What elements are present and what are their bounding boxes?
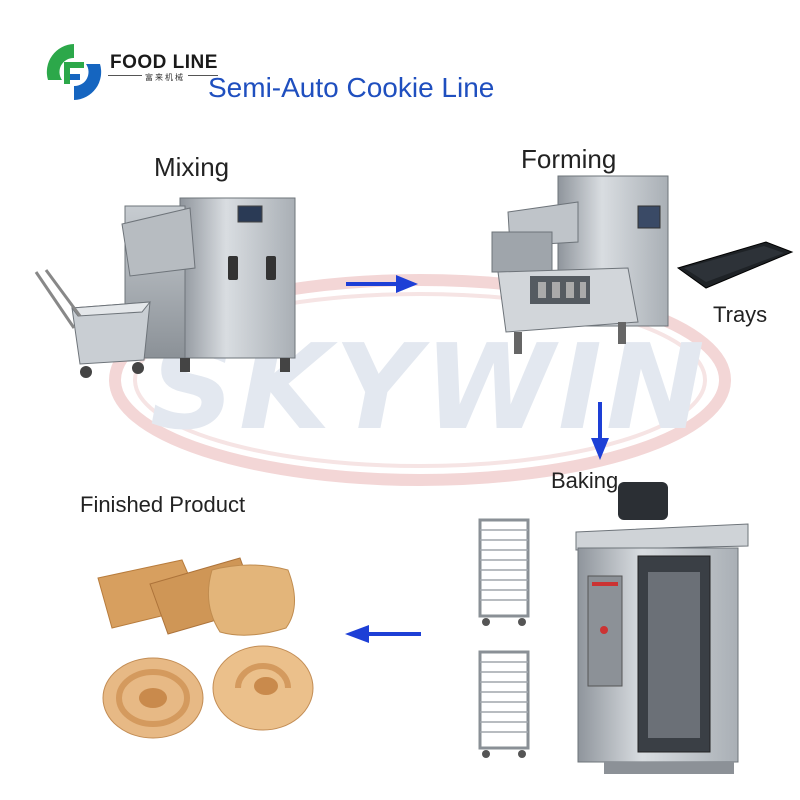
label-trays: Trays	[713, 302, 768, 327]
tray-icon	[676, 241, 794, 289]
arrow-left-icon	[345, 625, 421, 643]
cookie-depositor-icon	[491, 175, 669, 354]
label-mixing: Mixing	[154, 152, 230, 182]
food-line-logo-icon	[46, 44, 102, 100]
cookie-icon	[212, 645, 314, 731]
rotary-oven-icon	[575, 482, 749, 774]
arrow-right-icon	[346, 275, 418, 293]
label-baking: Baking	[551, 468, 619, 493]
dough-cart-icon	[34, 269, 152, 378]
label-finished-product: Finished Product	[80, 492, 246, 517]
trolley-rack-icon	[478, 518, 530, 626]
brand-subtitle: 富来机械	[142, 72, 188, 83]
label-forming: Forming	[521, 144, 617, 174]
arrow-down-icon	[591, 402, 609, 460]
cookie-icon	[97, 557, 295, 636]
brand-name: FOOD LINE	[110, 52, 218, 73]
cookie-icon	[102, 657, 204, 739]
page-title: Semi-Auto Cookie Line	[208, 72, 495, 103]
mixer-machine-icon	[121, 197, 296, 372]
watermark-ellipse	[109, 274, 731, 486]
trolley-rack-icon	[478, 650, 530, 758]
